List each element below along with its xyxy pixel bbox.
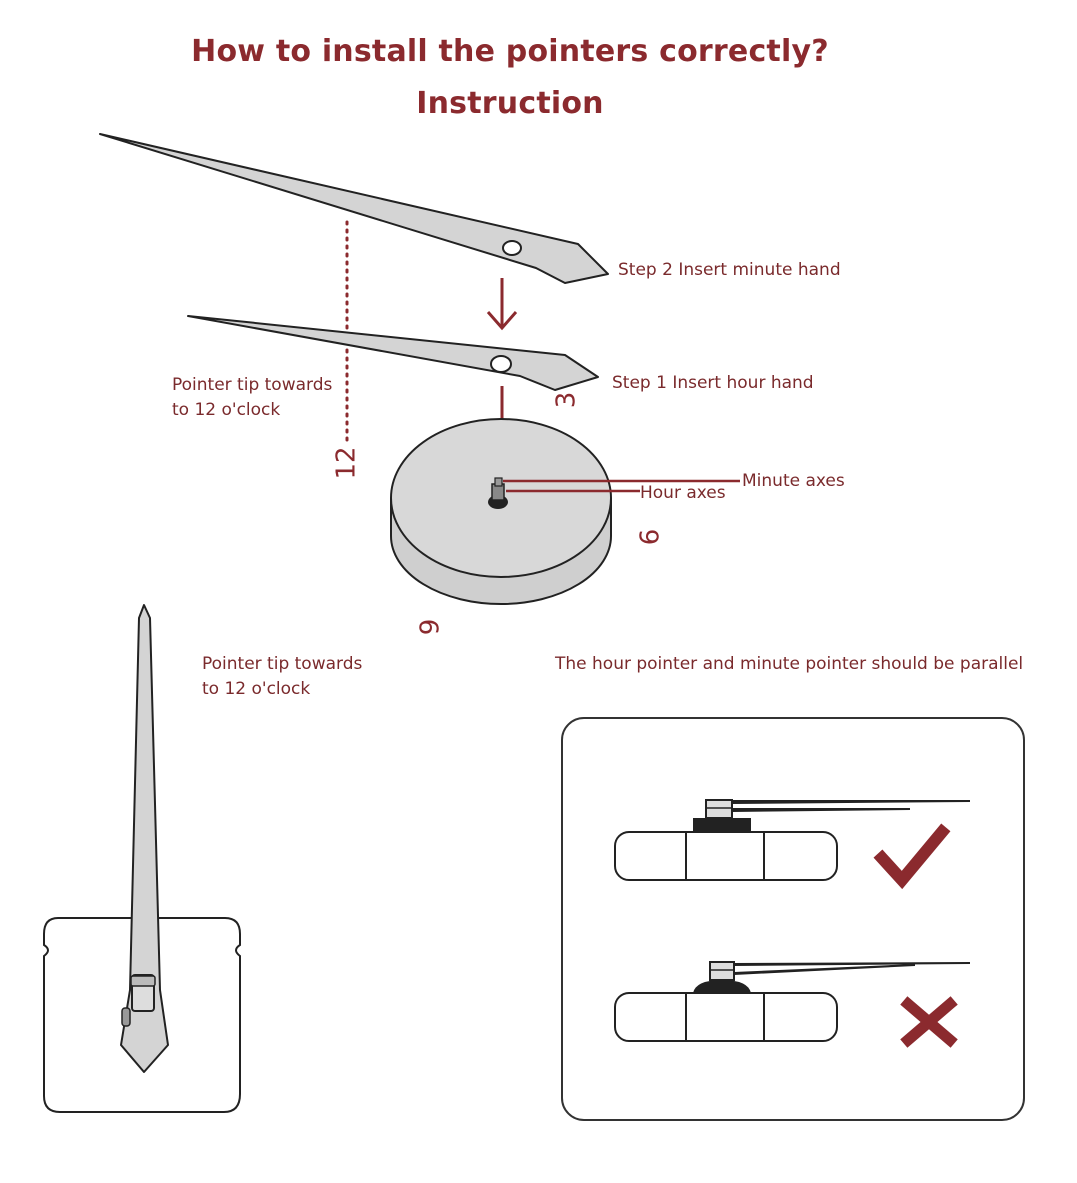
- pointer-tip-bottom-line1: Pointer tip towards: [202, 654, 363, 674]
- dial-number-6: 6: [635, 528, 666, 546]
- step1-label: Step 1 Insert hour hand: [612, 373, 814, 393]
- arrow-down-icon: [486, 278, 518, 331]
- clock-movement-cylinder: [390, 418, 612, 605]
- comparison-box: [561, 717, 1025, 1121]
- pointer-tip-bottom-line2: to 12 o'clock: [202, 679, 311, 699]
- pointer-tip-top-line2: to 12 o'clock: [172, 400, 281, 420]
- dial-number-3: 3: [551, 391, 582, 409]
- hour-hand-hole: [490, 355, 512, 373]
- page-subtitle: Instruction: [416, 86, 604, 121]
- minute-hand: [99, 133, 609, 284]
- correct-assembly: [614, 799, 970, 881]
- step2-label: Step 2 Insert minute hand: [618, 260, 841, 280]
- minute-axes-label: Minute axes: [742, 471, 845, 491]
- page-title: How to install the pointers correctly?: [191, 34, 829, 69]
- minute-hand-hole: [502, 240, 522, 256]
- dial-number-9: 9: [415, 618, 446, 636]
- vertical-hand: [120, 604, 169, 1073]
- cross-mark-icon: [900, 996, 958, 1048]
- pointer-tip-top-line1: Pointer tip towards: [172, 375, 333, 395]
- check-mark-icon: [873, 823, 951, 890]
- dial-number-12: 12: [331, 446, 362, 480]
- incorrect-assembly: [614, 961, 970, 1042]
- clock-shaft: [488, 477, 508, 509]
- hand-clip: [121, 974, 156, 1027]
- parallel-note: The hour pointer and minute pointer shou…: [555, 654, 1024, 674]
- hour-axes-label: Hour axes: [640, 483, 726, 503]
